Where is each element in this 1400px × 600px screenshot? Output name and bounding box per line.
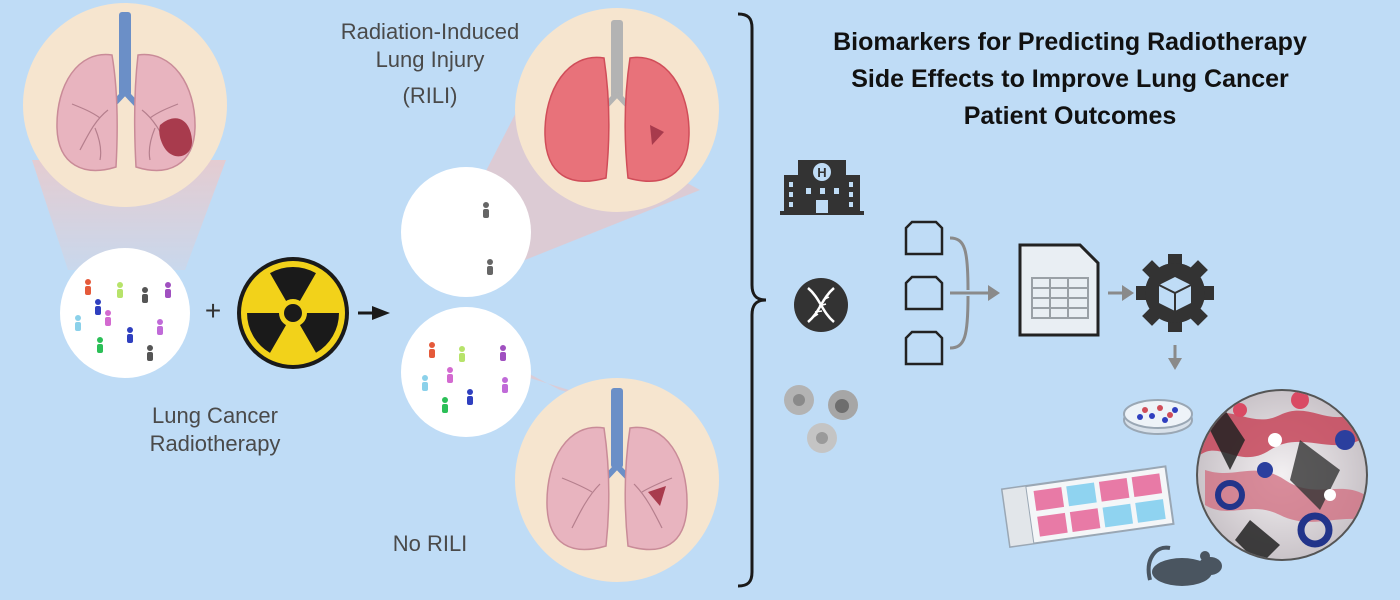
title-line-3: Patient Outcomes	[963, 102, 1177, 130]
title-line-2: Side Effects to Improve Lung Cancer	[851, 65, 1289, 93]
healthy-lung-circle	[515, 378, 719, 582]
cells-icon	[784, 385, 858, 453]
title-line-1: Biomarkers for Predicting Radiotherapy	[833, 28, 1307, 56]
radiation-icon	[237, 257, 349, 369]
to-model-arrow	[1108, 285, 1134, 301]
patient-cohort-circle	[60, 248, 190, 378]
treatment-arrow	[358, 306, 390, 320]
lung-with-tumor-circle	[23, 3, 227, 207]
rili-label-line-3: (RILI)	[402, 83, 458, 108]
rili-label: Radiation-Induced Lung Injury (RILI)	[300, 18, 560, 110]
cohort-label: Lung Cancer Radiotherapy	[100, 402, 330, 458]
no-rili-label: No RILI	[392, 531, 468, 556]
svg-text:H: H	[817, 165, 826, 180]
cohort-label-line-1: Lung Cancer	[152, 403, 278, 428]
patient-figures	[75, 279, 171, 361]
gear-cube-icon	[1136, 254, 1214, 332]
mouse-icon	[1146, 545, 1222, 586]
dna-icon	[794, 278, 848, 332]
merge-arrows	[949, 236, 1000, 350]
plus-sign: +	[204, 295, 222, 326]
hospital-icon: H	[780, 160, 864, 215]
cohort-label-line-2: Radiotherapy	[149, 431, 281, 456]
tissue-stain-image	[1196, 389, 1368, 561]
rili-label-line-2: Lung Injury	[375, 47, 485, 72]
spreadsheet-icon	[1018, 243, 1100, 337]
petri-dish-icon	[1123, 399, 1193, 435]
rili-patients-circle	[401, 167, 531, 297]
injured-lung-circle	[515, 8, 719, 212]
to-validation-arrow	[1168, 345, 1182, 370]
no-rili-patients-circle	[401, 307, 531, 437]
figure-title: Biomarkers for Predicting Radiotherapy S…	[760, 24, 1380, 135]
rili-label-line-1: Radiation-Induced	[340, 19, 520, 44]
grouping-bracket	[737, 12, 767, 588]
well-slide-icon	[1000, 465, 1175, 548]
document-icons	[904, 220, 944, 366]
